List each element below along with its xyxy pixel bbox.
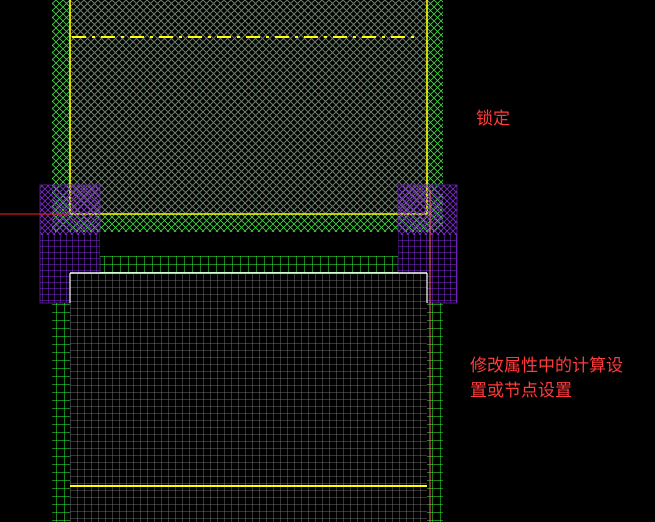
lower-inner-grid [70, 274, 427, 522]
lower-block[interactable] [52, 256, 443, 522]
annotation-modify-line1: 修改属性中的计算设 [470, 356, 623, 376]
annotation-modify-line2: 置或节点设置 [470, 381, 572, 401]
upper-block[interactable] [52, 0, 443, 232]
gap-band [100, 232, 398, 256]
annotation-lock: 锁定 [476, 109, 510, 129]
upper-yellow-outline[interactable] [69, 0, 428, 215]
upper-inner-hatch-region [70, 0, 427, 214]
annotation-modify-settings: 修改属性中的计算设 置或节点设置 [470, 354, 623, 404]
left-corner-hatch [40, 185, 100, 235]
right-corner-hatch [398, 185, 457, 235]
